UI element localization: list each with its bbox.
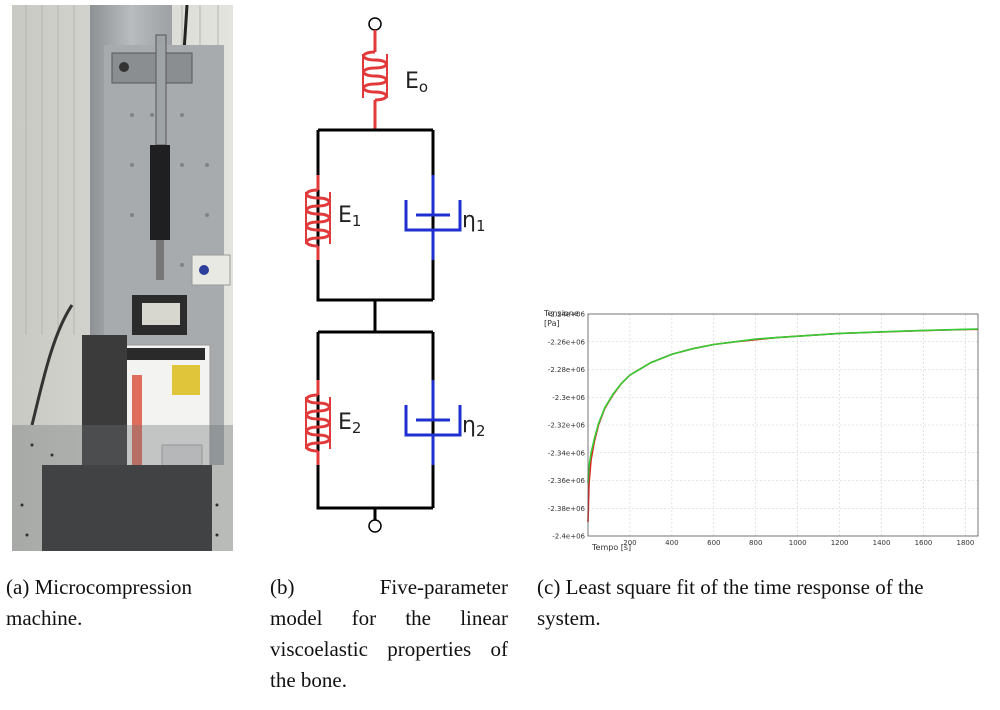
series-line-2 [587, 328, 979, 484]
caption-c: (c) Least square fit of the time respons… [537, 572, 992, 634]
y-tick-label: -2.4e+06 [552, 533, 585, 541]
y-tick-label: -2.26e+06 [548, 338, 586, 346]
caption-c-text: Least square fit of the time response of… [537, 575, 924, 630]
x-tick-label: 1000 [789, 539, 807, 547]
label-e2: E [338, 410, 352, 435]
spring-e2 [305, 380, 331, 465]
y-tick-label: -2.28e+06 [548, 366, 586, 374]
spring-e0 [362, 50, 388, 102]
label-eta1: η [462, 208, 476, 233]
label-e0: E [405, 69, 419, 94]
bottom-terminal [368, 519, 382, 533]
caption-b: (b) Five-parameter model for the linear … [270, 572, 508, 696]
caption-c-label: (c) [537, 575, 561, 599]
plot-frame [587, 313, 979, 537]
y-axis-unit: [Pa] [544, 319, 560, 328]
x-tick-label: 800 [749, 539, 762, 547]
y-tick-label: -2.3e+06 [552, 394, 585, 402]
label-e1-sub: 1 [352, 212, 362, 230]
caption-b-word1: Five-parameter [379, 575, 508, 599]
y-tick-label: -2.34e+06 [548, 449, 586, 457]
least-square-fit-chart: Tensione [Pa] Tempo [s] 200 400 600 800 1000… [532, 304, 984, 554]
dashpot-eta2 [404, 380, 462, 465]
x-tick-label: 200 [623, 539, 636, 547]
caption-a: (a) Microcompression machine. [6, 572, 238, 634]
upper-frame [316, 128, 435, 302]
y-tick-label: -2.36e+06 [548, 477, 586, 485]
y-tick-label: -2.24e+06 [548, 311, 586, 319]
caption-a-text: Microcompression machine. [6, 575, 193, 630]
x-tick-label: 1800 [957, 539, 975, 547]
x-tick-label: 1400 [873, 539, 891, 547]
label-eta2: η [462, 413, 476, 438]
microcompression-machine-photo [12, 5, 233, 551]
lower-frame [316, 330, 435, 510]
dashpot-eta1 [404, 175, 462, 260]
x-tick-label: 1200 [831, 539, 849, 547]
svg-text:E1: E1 [338, 203, 361, 230]
five-parameter-model-diagram: Eo E1 η1 E2 [278, 10, 488, 545]
label-e1: E [338, 203, 352, 228]
svg-text:η2: η2 [462, 413, 486, 440]
caption-b-text: model for the linear viscoelastic proper… [270, 606, 508, 692]
x-tick-label: 600 [707, 539, 720, 547]
svg-text:E2: E2 [338, 410, 361, 437]
spring-e1 [305, 175, 331, 260]
label-e0-sub: o [419, 78, 428, 96]
x-axis-label: Tempo [s] [591, 543, 631, 552]
x-tick-label: 400 [665, 539, 678, 547]
x-tick-label: 1600 [915, 539, 933, 547]
svg-text:Eo: Eo [405, 69, 428, 96]
caption-a-label: (a) [6, 575, 30, 599]
svg-text:η1: η1 [462, 208, 486, 235]
y-tick-label: -2.38e+06 [548, 505, 586, 513]
label-e2-sub: 2 [352, 419, 362, 437]
top-terminal [368, 17, 382, 31]
y-axis-label: Tensione [543, 309, 579, 318]
y-tick-label: -2.32e+06 [548, 422, 586, 430]
label-eta1-sub: 1 [476, 217, 486, 235]
caption-b-label: (b) [270, 575, 295, 599]
series-line-1 [587, 328, 979, 523]
label-eta2-sub: 2 [476, 422, 486, 440]
